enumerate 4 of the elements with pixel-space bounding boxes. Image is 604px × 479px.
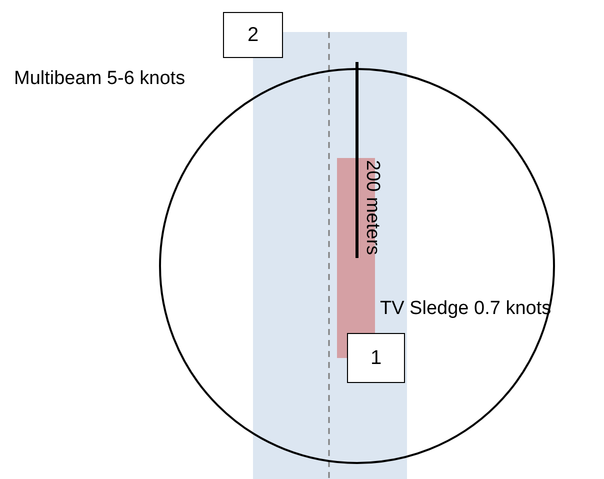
number-box: 1 <box>347 333 405 383</box>
dimension-label: 200 meters <box>363 160 382 256</box>
annotation-text: Multibeam 5-6 knots <box>14 69 186 88</box>
number-box: 2 <box>223 12 283 58</box>
